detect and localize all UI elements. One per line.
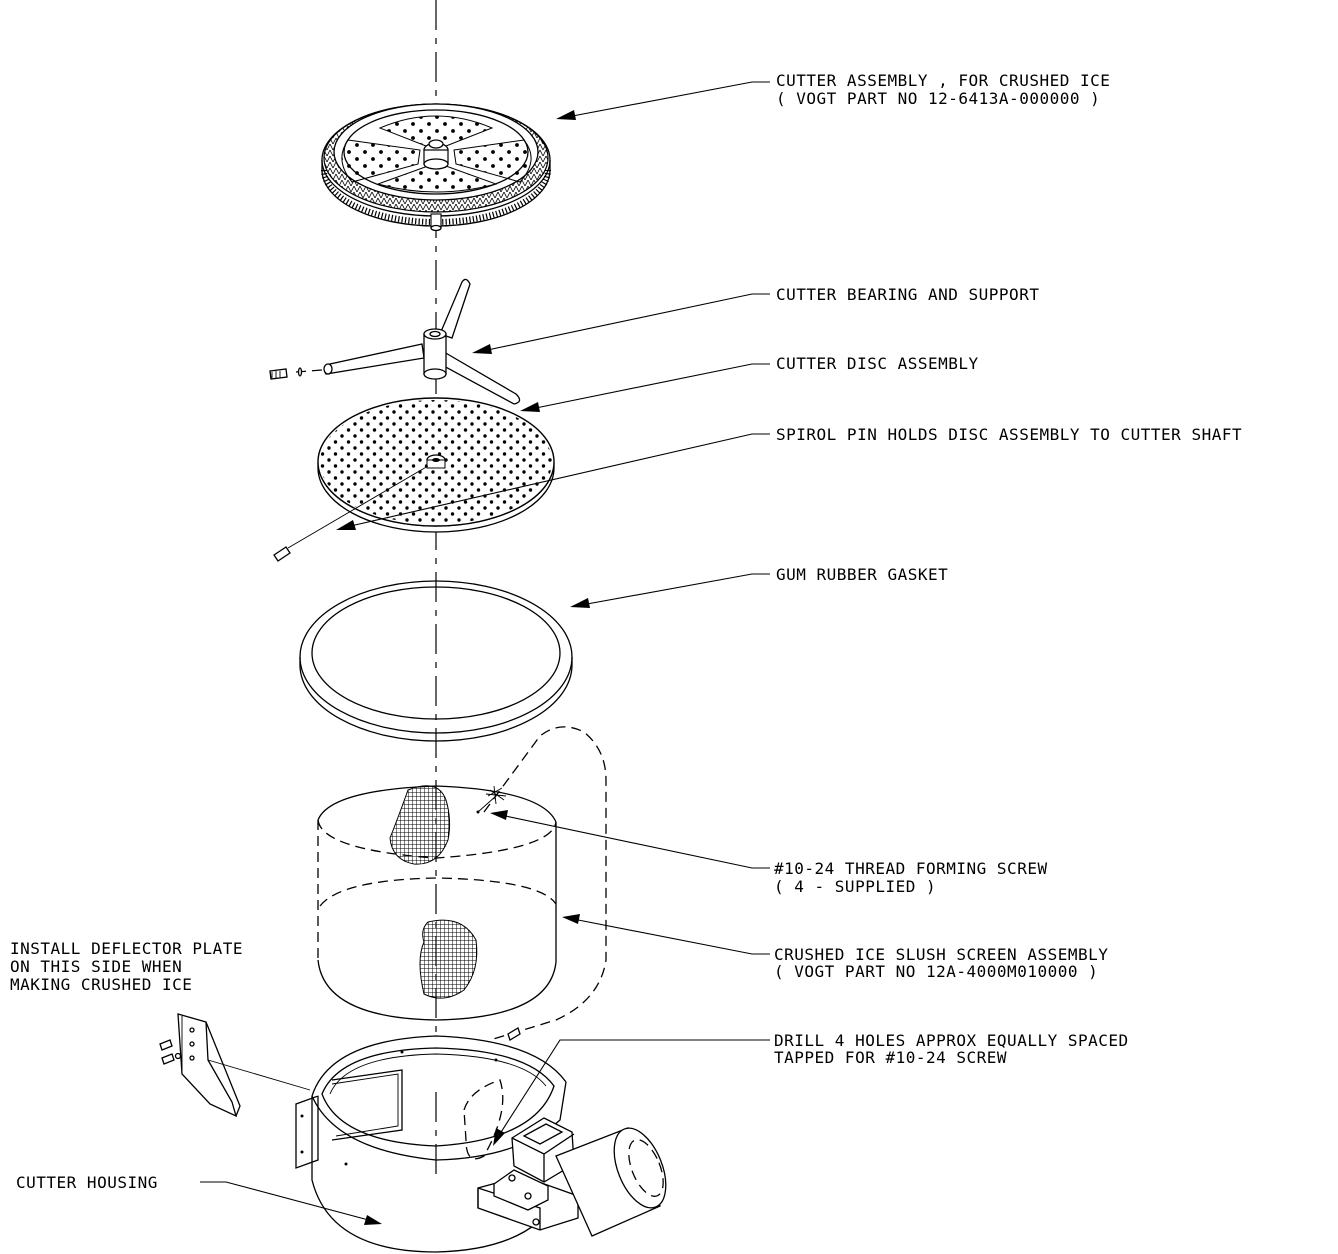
- label-screw-line2: ( 4 - SUPPLIED ): [774, 877, 936, 896]
- label-spirol-pin: SPIROL PIN HOLDS DISC ASSEMBLY TO CUTTER…: [776, 425, 1242, 444]
- leader-gasket: [570, 573, 770, 608]
- label-screw-line1: #10-24 THREAD FORMING SCREW: [774, 859, 1048, 878]
- label-cutter-assembly-line2: ( VOGT PART NO 12-6413A-000000 ): [776, 89, 1100, 108]
- label-drill-line1: DRILL 4 HOLES APPROX EQUALLY SPACED: [774, 1031, 1129, 1050]
- slush-screen-assembly: [317, 726, 607, 1041]
- label-cutter-bearing: CUTTER BEARING AND SUPPORT: [776, 285, 1039, 304]
- leader-housing: [200, 1181, 382, 1225]
- label-cutter-housing: CUTTER HOUSING: [16, 1173, 158, 1192]
- label-screw: #10-24 THREAD FORMING SCREW ( 4 - SUPPLI…: [774, 859, 1048, 896]
- leader-screw: [490, 810, 770, 869]
- label-slush-screen-line1: CRUSHED ICE SLUSH SCREEN ASSEMBLY: [774, 945, 1108, 964]
- leader-cutter-bearing: [472, 293, 770, 354]
- label-deflector: INSTALL DEFLECTOR PLATE ON THIS SIDE WHE…: [10, 939, 243, 994]
- label-drill-holes: DRILL 4 HOLES APPROX EQUALLY SPACED TAPP…: [774, 1031, 1129, 1067]
- label-cutter-assembly: CUTTER ASSEMBLY , FOR CRUSHED ICE ( VOGT…: [776, 71, 1110, 108]
- leader-slush-screen: [562, 914, 770, 955]
- leader-spirol-pin: [336, 433, 770, 530]
- label-deflector-line2: ON THIS SIDE WHEN: [10, 957, 182, 976]
- label-slush-screen: CRUSHED ICE SLUSH SCREEN ASSEMBLY ( VOGT…: [774, 945, 1108, 981]
- cutter-assembly-gear: [321, 103, 551, 232]
- gum-rubber-gasket: [299, 580, 573, 742]
- label-drill-line2: TAPPED FOR #10-24 SCREW: [774, 1048, 1007, 1067]
- cutter-bearing-support: [269, 278, 521, 405]
- cutter-disc-assembly: [273, 397, 555, 562]
- label-deflector-line1: INSTALL DEFLECTOR PLATE: [10, 939, 243, 958]
- label-slush-screen-line2: ( VOGT PART NO 12A-4000M010000 ): [774, 962, 1098, 981]
- cutter-housing: [295, 1035, 667, 1253]
- label-gasket: GUM RUBBER GASKET: [776, 565, 948, 584]
- leader-cutter-disc: [520, 363, 770, 412]
- label-deflector-line3: MAKING CRUSHED ICE: [10, 975, 192, 994]
- label-cutter-disc: CUTTER DISC ASSEMBLY: [776, 354, 979, 373]
- leader-cutter-assembly: [556, 81, 770, 120]
- deflector-plate: [159, 1013, 521, 1118]
- label-cutter-assembly-line1: CUTTER ASSEMBLY , FOR CRUSHED ICE: [776, 71, 1110, 90]
- leader-drill-holes: [493, 1039, 770, 1146]
